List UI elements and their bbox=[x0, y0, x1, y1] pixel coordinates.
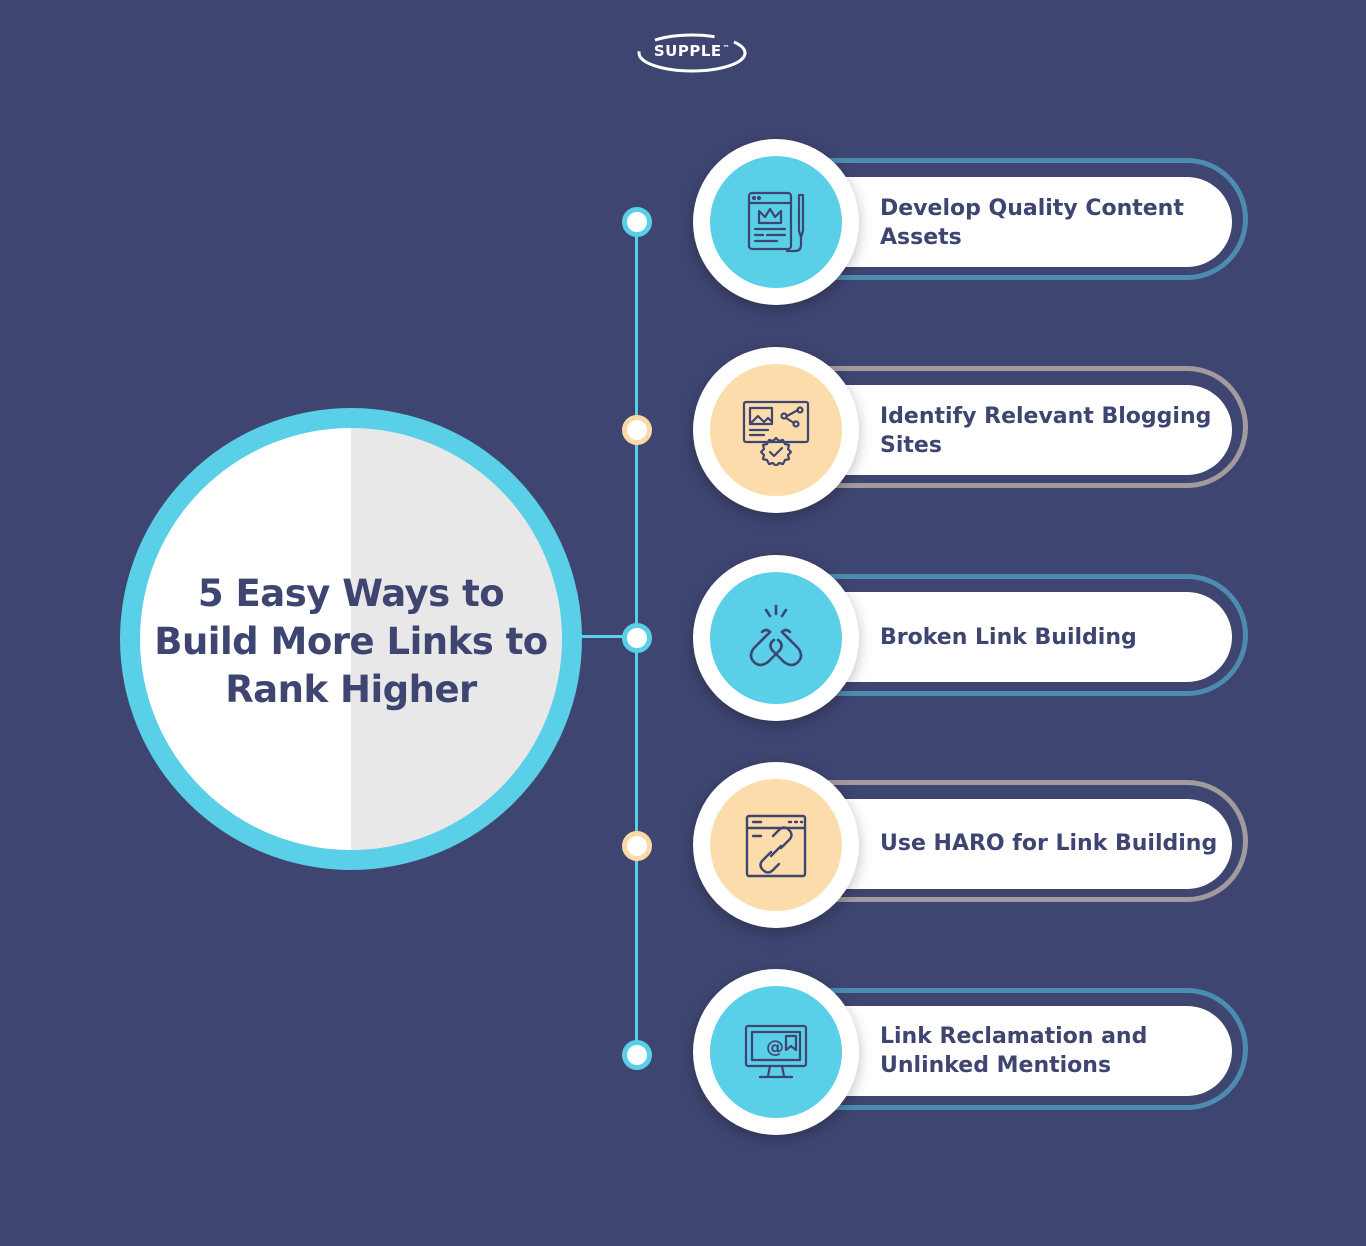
step-icon-disc bbox=[693, 555, 859, 721]
timeline-node-2 bbox=[622, 415, 652, 445]
step-icon-disc: @ bbox=[693, 969, 859, 1135]
monitor-mention-icon: @ bbox=[710, 986, 842, 1118]
step-label: Use HARO for Link Building bbox=[880, 831, 1218, 856]
step-label: Broken Link Building bbox=[880, 625, 1137, 650]
hub-connector bbox=[578, 635, 638, 638]
logo-swoosh-icon bbox=[637, 33, 747, 73]
hub-circle bbox=[140, 428, 562, 850]
content-document-pen-icon bbox=[710, 156, 842, 288]
timeline-node-5 bbox=[622, 1040, 652, 1070]
page-title: 5 Easy Ways to Build More Links to Rank … bbox=[154, 572, 548, 711]
browser-chain-link-icon bbox=[710, 779, 842, 911]
step-haro: Use HARO for Link Building bbox=[0, 0, 1366, 928]
step-label: Identify Relevant Blogging Sites bbox=[880, 404, 1212, 458]
step-icon-disc bbox=[693, 762, 859, 928]
step-develop-content: Develop Quality Content Assets bbox=[0, 0, 1366, 305]
timeline-node-3 bbox=[622, 623, 652, 653]
svg-text:@: @ bbox=[766, 1037, 784, 1058]
logo-trademark: ™ bbox=[722, 44, 731, 52]
logo-wordmark: SUPPLE™ bbox=[636, 42, 748, 60]
timeline-node-4 bbox=[622, 831, 652, 861]
logo-text: SUPPLE bbox=[653, 42, 722, 60]
timeline-node-1 bbox=[622, 207, 652, 237]
broken-chain-icon bbox=[710, 572, 842, 704]
step-icon-disc bbox=[693, 139, 859, 305]
step-label: Link Reclamation and Unlinked Mentions bbox=[880, 1024, 1148, 1078]
step-broken-links: Broken Link Building bbox=[0, 0, 1366, 721]
supple-logo: SUPPLE™ bbox=[636, 30, 748, 76]
step-icon-disc bbox=[693, 347, 859, 513]
website-verified-badge-icon bbox=[710, 364, 842, 496]
step-link-reclamation: @ Link Reclamation and Unlinked Mentions bbox=[0, 0, 1366, 1135]
step-label: Develop Quality Content Assets bbox=[880, 196, 1184, 250]
step-identify-blogs: Identify Relevant Blogging Sites bbox=[0, 0, 1366, 513]
